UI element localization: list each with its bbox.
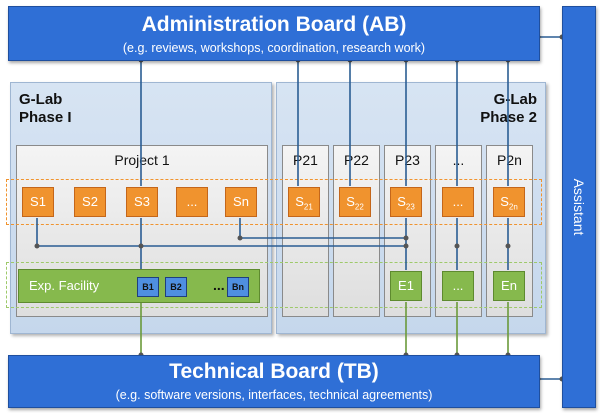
column-p22: P22 (333, 145, 380, 317)
admin-board-title: Administration Board (AB) (141, 13, 407, 36)
link-s1-e1 (36, 218, 407, 270)
subproject-s23: S23 (390, 187, 422, 217)
subproject-s2: S2 (74, 187, 106, 217)
facility-bn: Bn (227, 277, 249, 297)
subproject-p2-ellipsis: ... (442, 187, 474, 217)
column-label-p23: P23 (395, 152, 420, 168)
column-label-ellipsis: ... (452, 152, 465, 168)
subproject-s22: S22 (339, 187, 371, 217)
subproject-ellipsis: ... (176, 187, 208, 217)
s2n-sub: 2n (508, 202, 518, 212)
column-label-p21: P21 (293, 152, 318, 168)
facility-b1: B1 (137, 277, 159, 297)
facility-e1: E1 (390, 271, 422, 301)
subproject-s1: S1 (22, 187, 54, 217)
project1-label: Project 1 (114, 152, 170, 168)
s2n-label: S (500, 194, 509, 209)
s23-sub: 23 (405, 202, 415, 212)
phase1-label: G-Lab Phase I (19, 91, 72, 127)
subproject-s21: S21 (288, 187, 320, 217)
facility-ellipsis: ... (213, 277, 225, 293)
s21-sub: 21 (303, 202, 313, 212)
subproject-band (6, 179, 542, 225)
phase1-line2: Phase I (19, 109, 72, 126)
column-p23: P23 (384, 145, 431, 317)
facility-label: Exp. Facility (29, 278, 100, 293)
administration-board: Administration Board (AB) (e.g. reviews,… (8, 6, 540, 61)
experimental-facility: Exp. Facility B1 B2 ... Bn (18, 269, 260, 303)
s21-label: S (295, 194, 304, 209)
facility-band (6, 262, 542, 308)
facility-ellipsis-p2: ... (442, 271, 474, 301)
phase1-line1: G-Lab (19, 91, 63, 108)
facility-en: En (493, 271, 525, 301)
subproject-s3: S3 (126, 187, 158, 217)
phase2-line1: G-Lab (493, 91, 537, 108)
column-label-p2n: P2n (497, 152, 522, 168)
link-sn-p23 (239, 218, 406, 239)
subproject-s2n: S2n (493, 187, 525, 217)
assistant-label: Assistant (571, 178, 587, 236)
technical-board-title: Technical Board (TB) (169, 360, 379, 383)
admin-board-subtitle: (e.g. reviews, workshops, coordination, … (122, 41, 426, 55)
s23-label: S (397, 194, 406, 209)
subproject-sn: Sn (225, 187, 257, 217)
technical-board: Technical Board (TB) (e.g. software vers… (8, 355, 540, 408)
s22-label: S (346, 194, 355, 209)
assistant-bar: Assistant (562, 6, 596, 408)
column-p21: P21 (282, 145, 329, 317)
s22-sub: 22 (354, 202, 364, 212)
facility-b2: B2 (165, 277, 187, 297)
technical-board-subtitle: (e.g. software versions, interfaces, tec… (115, 388, 433, 402)
